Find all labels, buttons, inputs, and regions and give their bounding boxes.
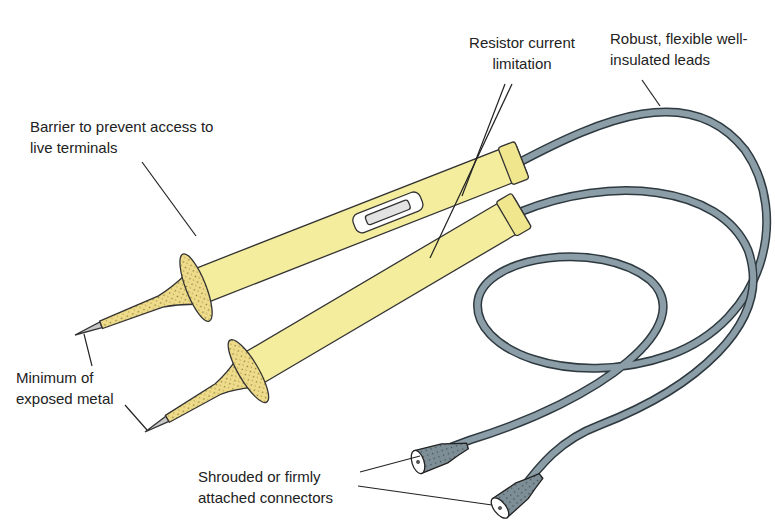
callout-label: Resistor current limitation [446,32,598,74]
callout-label: Minimum of exposed metal [16,367,136,409]
callout-label: Robust, flexible well-insulated leads [610,28,770,70]
probe-upper [62,126,535,368]
leader-lines [84,80,660,505]
callout-label: Barrier to prevent access to live termin… [30,116,220,158]
callout-label: Shrouded or firmly attached connectors [198,466,356,508]
connectors [409,435,549,522]
